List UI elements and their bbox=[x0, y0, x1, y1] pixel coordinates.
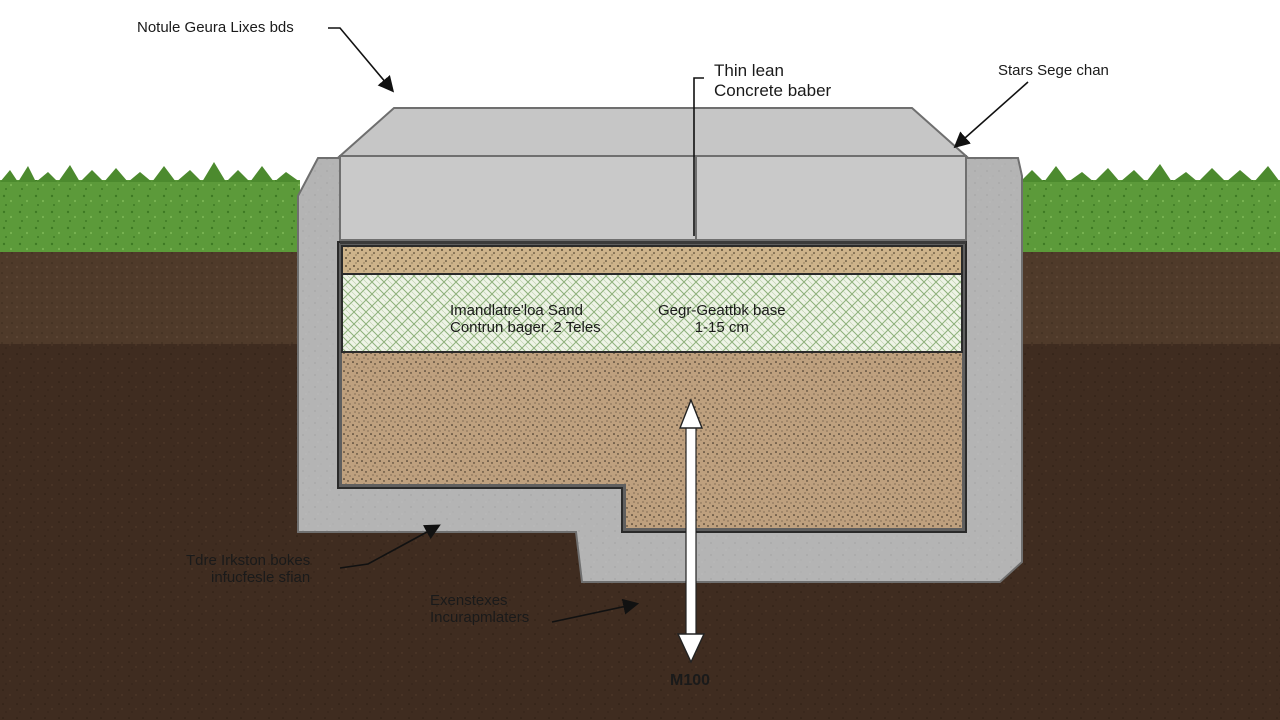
leader-bottom-left bbox=[339, 524, 441, 569]
callout-top-right-text: Stars Sege chan bbox=[998, 62, 1109, 79]
callout-bottom-center-line2: Incurapmlaters bbox=[430, 609, 530, 627]
leader-top-left bbox=[328, 27, 395, 93]
layer-label-right: Gegr-Geattbk base 1-15 cm bbox=[658, 302, 786, 337]
depth-label-text: M100 bbox=[670, 672, 711, 689]
layer-label-right-line1: Gegr-Geattbk base bbox=[658, 302, 786, 319]
grass-left bbox=[0, 162, 300, 252]
layer-label-right-line2: 1-15 cm bbox=[694, 319, 749, 337]
depth-label: M100 bbox=[670, 672, 710, 690]
callout-top-center: Thin lean Concrete baber bbox=[714, 61, 831, 100]
layer-label-left-line2: Contrun bager. 2 Teles bbox=[450, 319, 601, 337]
topsoil-right bbox=[1020, 250, 1280, 344]
layer-label-left-line1: Imandlatre'loa Sand bbox=[450, 302, 583, 319]
topsoil-left bbox=[0, 250, 300, 344]
depth-arrow bbox=[676, 398, 706, 664]
callout-top-left: Notule Geura Lixes bds bbox=[137, 19, 294, 36]
geotextile-layer bbox=[341, 273, 963, 353]
slab-front-face bbox=[339, 155, 967, 241]
leader-bottom-center bbox=[551, 598, 640, 623]
callout-bottom-center-line1: Exenstexes bbox=[430, 592, 508, 609]
callout-bottom-center: Exenstexes Incurapmlaters bbox=[430, 592, 529, 627]
callout-top-right: Stars Sege chan bbox=[998, 62, 1109, 79]
callout-top-center-line1: Thin lean bbox=[714, 61, 784, 80]
callout-bottom-left-line2: infucfesle sfian bbox=[210, 569, 311, 587]
layer-label-left: Imandlatre'loa Sand Contrun bager. 2 Tel… bbox=[450, 302, 601, 337]
callout-top-left-text: Notule Geura Lixes bds bbox=[137, 19, 294, 36]
grass-right bbox=[1020, 164, 1280, 252]
leader-top-center bbox=[693, 77, 704, 236]
callout-bottom-left: Tdre Irkston bokes infucfesle sfian bbox=[186, 552, 310, 587]
leader-lines bbox=[328, 27, 1029, 623]
slab-top-face bbox=[337, 107, 969, 157]
leader-top-right bbox=[953, 81, 1029, 149]
base-fill-layer bbox=[342, 352, 962, 528]
callout-top-center-line2: Concrete baber bbox=[714, 80, 832, 100]
gravel-layer bbox=[341, 245, 963, 275]
callout-bottom-left-line1: Tdre Irkston bokes bbox=[186, 552, 311, 569]
